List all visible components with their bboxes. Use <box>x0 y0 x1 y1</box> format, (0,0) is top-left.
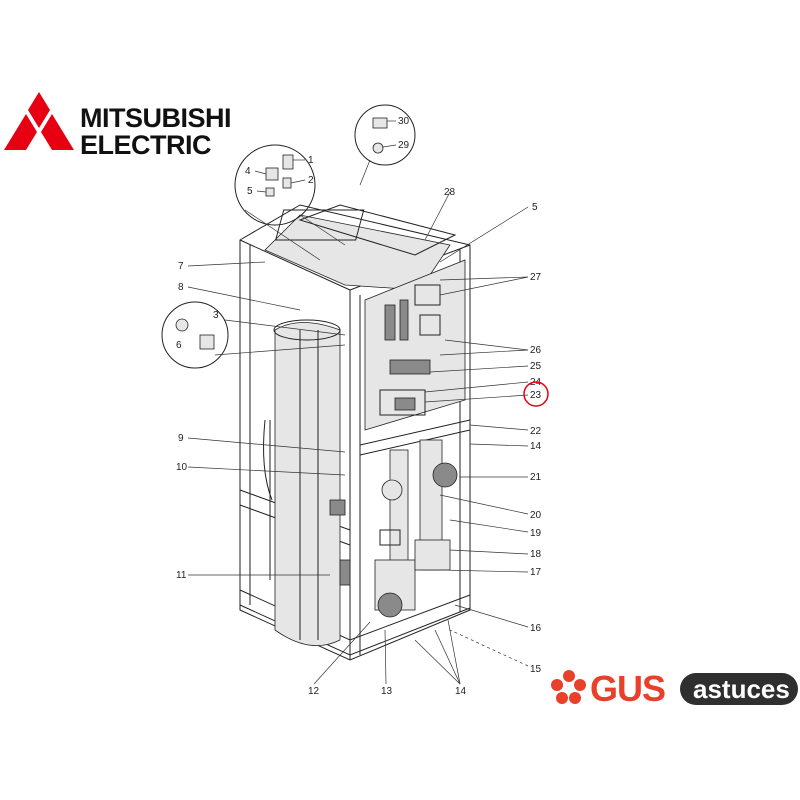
callout-29: 29 <box>398 140 410 151</box>
logo-diamond-top <box>28 92 50 128</box>
callout-7: 7 <box>178 261 184 272</box>
callout-14-bottom: 14 <box>455 686 467 697</box>
callout-27: 27 <box>530 272 542 283</box>
leader-lines <box>187 120 529 685</box>
callout-10: 10 <box>176 462 188 473</box>
callout-22: 22 <box>530 426 542 437</box>
callout-12: 12 <box>308 686 320 697</box>
callout-1: 1 <box>308 155 314 166</box>
water-tank <box>263 319 341 646</box>
callout-2: 2 <box>308 175 314 186</box>
callout-28: 28 <box>444 187 456 198</box>
hydraulic-circuit <box>329 439 458 618</box>
logo-diamond-left <box>4 114 37 150</box>
callout-23: 23 <box>530 390 542 401</box>
callout-5-detail: 5 <box>247 186 253 197</box>
callout-9: 9 <box>178 433 184 444</box>
logo-diamond-right <box>41 114 74 150</box>
callout-14-right: 14 <box>530 441 542 452</box>
callout-18: 18 <box>530 549 542 560</box>
gus-flower-icon <box>551 670 586 704</box>
callout-15: 15 <box>530 664 542 675</box>
control-board <box>364 259 466 431</box>
callout-6: 6 <box>176 340 182 351</box>
callout-19: 19 <box>530 528 542 539</box>
watermark-main-text: GUS <box>590 668 666 709</box>
callout-13: 13 <box>381 686 393 697</box>
callout-25: 25 <box>530 361 542 372</box>
callout-16: 16 <box>530 623 542 634</box>
callout-8: 8 <box>178 282 184 293</box>
callout-labels: 1 2 4 5 30 29 28 5 7 27 8 3 6 26 25 24 2… <box>176 116 542 697</box>
brand-name-line2: ELECTRIC <box>80 130 212 160</box>
watermark-badge <box>680 673 798 705</box>
callout-20: 20 <box>530 510 542 521</box>
callout-17: 17 <box>530 567 542 578</box>
mitsubishi-logo-icon <box>4 92 74 150</box>
callout-3: 3 <box>213 310 219 321</box>
brand-name-line1: MITSUBISHI <box>80 103 232 133</box>
callout-11: 11 <box>176 570 187 581</box>
detail-bubble-relief-valve <box>354 104 416 186</box>
callout-4: 4 <box>245 166 251 177</box>
detail-bubble-sensor <box>161 301 346 369</box>
callout-5: 5 <box>532 202 538 213</box>
callout-21: 21 <box>530 472 542 483</box>
watermark-badge-text: astuces <box>693 674 790 704</box>
highlight-circle-part-23 <box>523 381 549 407</box>
callout-26: 26 <box>530 345 542 356</box>
callout-30: 30 <box>398 116 410 127</box>
detail-bubble-valves <box>234 144 346 261</box>
